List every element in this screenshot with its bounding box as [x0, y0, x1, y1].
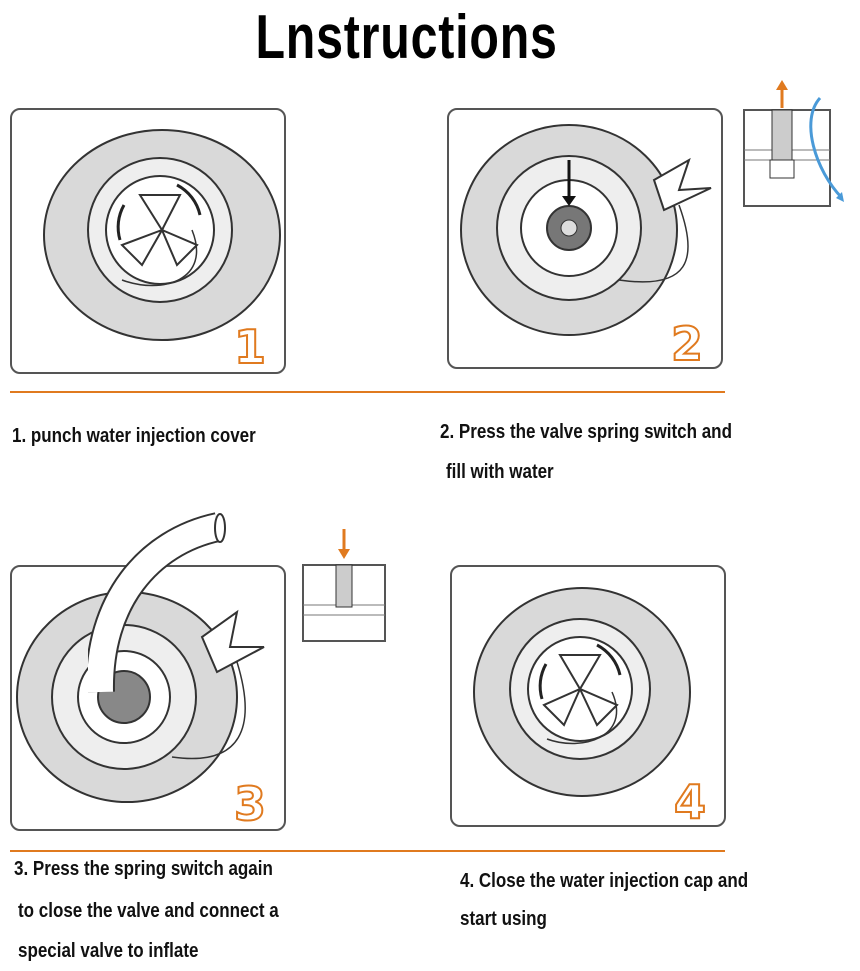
valve-cap-closed-icon	[473, 587, 691, 797]
valve-cap-closed-icon	[43, 129, 281, 341]
step-2-illustration: 2	[447, 108, 723, 369]
step-1-text: 1. punch water injection cover	[12, 425, 256, 447]
step-3-text-line-3: special valve to inflate	[18, 940, 199, 962]
step-2-text-line-2: fill with water	[446, 461, 554, 483]
page-title: Lnstructions	[255, 3, 558, 72]
step-4-illustration: 4	[450, 565, 726, 827]
step-number: 3	[233, 776, 267, 831]
step-2-text-line-1: 2. Press the valve spring switch and	[440, 421, 732, 443]
step-number: 1	[233, 319, 267, 374]
divider	[10, 391, 725, 393]
valve-release-diagram-icon	[743, 80, 844, 207]
step-3-text-line-1: 3. Press the spring switch again	[14, 858, 273, 880]
step-4-text-line-1: 4. Close the water injection cap and	[460, 870, 749, 892]
divider	[10, 850, 725, 852]
step-number: 4	[673, 774, 707, 827]
step-4-text-line-2: start using	[460, 908, 547, 930]
step-1-illustration: 1	[10, 108, 286, 374]
hose-icon	[88, 512, 226, 693]
step-3-text-line-2: to close the valve and connect a	[18, 900, 279, 922]
step-number: 2	[670, 316, 704, 369]
valve-open-icon	[460, 124, 712, 336]
valve-press-diagram-icon	[302, 529, 386, 642]
